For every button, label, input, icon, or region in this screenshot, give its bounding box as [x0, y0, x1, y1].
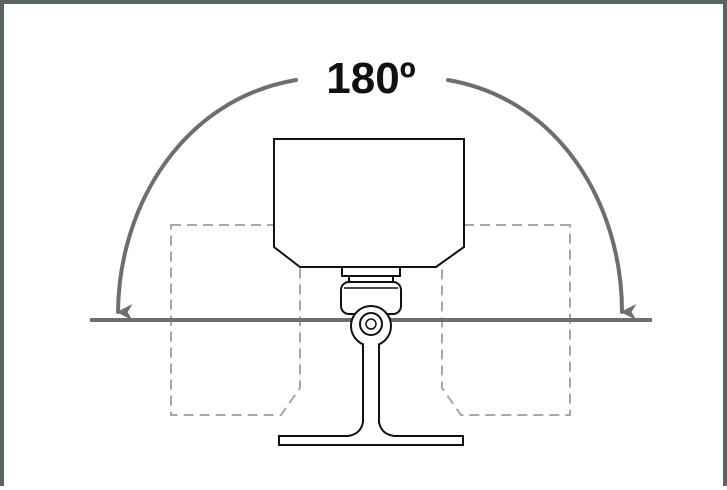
right-rotation-arc [446, 78, 637, 320]
rotation-diagram: 180º [90, 54, 652, 446]
camera-body [273, 138, 465, 268]
mount-stand [278, 344, 464, 446]
angle-label: 180º [326, 54, 415, 103]
pivot-inner [365, 318, 377, 330]
right-rotated-position-outline [441, 224, 571, 416]
left-rotated-position-outline [170, 224, 301, 416]
left-rotation-arc [116, 78, 298, 321]
camera-neck [341, 266, 401, 277]
